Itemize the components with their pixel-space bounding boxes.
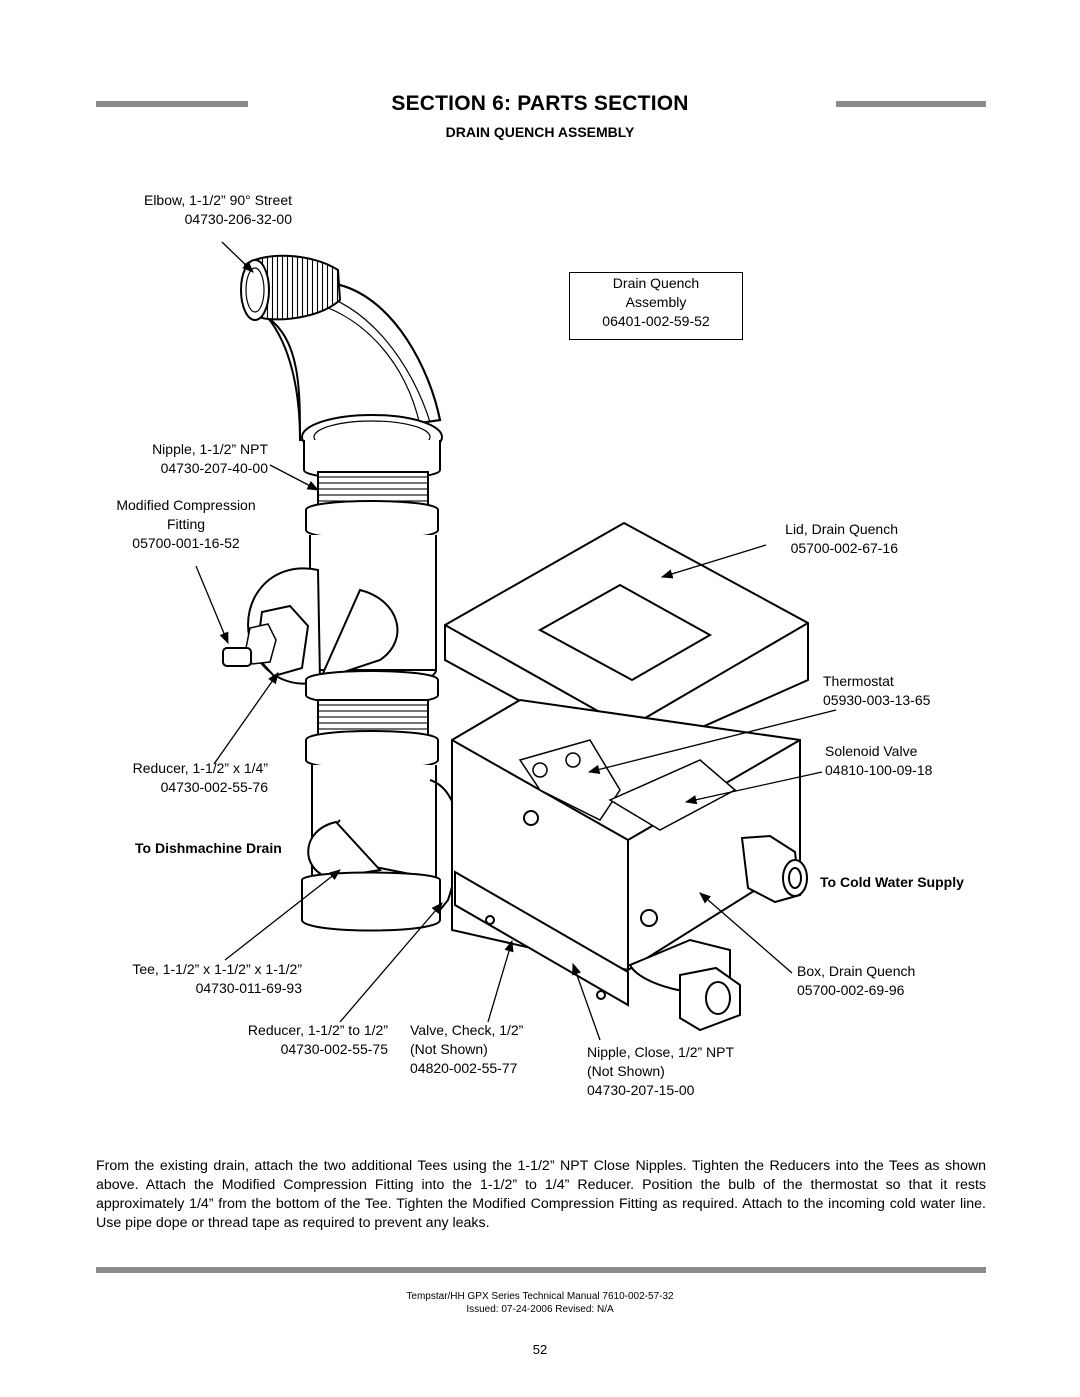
drain-quench-box [444, 521, 809, 1032]
label-reducer-quarter: Reducer, 1-1/2” x 1/4” 04730-002-55-76 [133, 759, 268, 797]
box-name: Box, Drain Quench [797, 963, 916, 979]
check-valve-number: 04820-002-55-77 [410, 1060, 518, 1076]
solenoid-number: 04810-100-09-18 [825, 762, 933, 778]
leader-lines [195, 241, 837, 1041]
assembly-box-line2: Assembly [625, 294, 687, 310]
close-nipple-note: (Not Shown) [587, 1063, 665, 1079]
header-rule-left [96, 101, 248, 107]
close-nipple-name: Nipple, Close, 1/2” NPT [587, 1044, 735, 1060]
footer-manual: Tempstar/HH GPX Series Technical Manual … [406, 1291, 674, 1302]
label-compression-fitting: Modified Compression Fitting 05700-001-1… [100, 496, 272, 553]
header-rule-right [836, 101, 986, 107]
footer-issued: Issued: 07-24-2006 Revised: N/A [466, 1304, 614, 1315]
assembly-number-box: Drain Quench Assembly 06401-002-59-52 [569, 272, 743, 340]
callout-dishmachine-drain: To Dishmachine Drain [135, 840, 282, 856]
page-number: 52 [532, 1342, 548, 1357]
pipe-assembly [222, 254, 460, 932]
fitting-cold-water [740, 834, 808, 904]
thermostat-number: 05930-003-13-65 [823, 692, 931, 708]
drain-quench-assembly-diagram [195, 241, 837, 1041]
reducer-quarter-name: Reducer, 1-1/2” x 1/4” [132, 760, 268, 776]
solenoid-name: Solenoid Valve [825, 743, 918, 759]
check-valve-name: Valve, Check, 1/2” [410, 1022, 524, 1038]
label-box: Box, Drain Quench 05700-002-69-96 [797, 962, 915, 1000]
instructions-paragraph: From the existing drain, attach the two … [96, 1158, 986, 1231]
label-close-nipple: Nipple, Close, 1/2” NPT (Not Shown) 0473… [587, 1043, 734, 1100]
label-check-valve: Valve, Check, 1/2” (Not Shown) 04820-002… [410, 1021, 523, 1078]
label-lid: Lid, Drain Quench 05700-002-67-16 [785, 520, 898, 558]
tee-name: Tee, 1-1/2” x 1-1/2” x 1-1/2” [132, 961, 302, 977]
label-nipple-npt: Nipple, 1-1/2” NPT 04730-207-40-00 [152, 440, 268, 478]
callout-cold-water-supply: To Cold Water Supply [820, 874, 964, 890]
label-reducer-half: Reducer, 1-1/2” to 1/2” 04730-002-55-75 [248, 1021, 388, 1059]
assembly-box-line1: Drain Quench [612, 275, 700, 291]
label-thermostat: Thermostat 05930-003-13-65 [823, 672, 930, 710]
box-number: 05700-002-69-96 [797, 982, 905, 998]
thermostat-name: Thermostat [823, 673, 894, 689]
lid-number: 05700-002-67-16 [790, 540, 898, 556]
reducer-half-number: 04730-002-55-75 [280, 1041, 388, 1057]
elbow-number: 04730-206-32-00 [184, 211, 292, 227]
label-tee: Tee, 1-1/2” x 1-1/2” x 1-1/2” 04730-011-… [132, 960, 302, 998]
assembly-box-line3: 06401-002-59-52 [602, 313, 710, 329]
nipple-npt-number: 04730-207-40-00 [160, 460, 268, 476]
box-part [451, 698, 801, 1007]
footer-rule [96, 1267, 986, 1273]
tee-number: 04730-011-69-93 [195, 980, 302, 996]
compression-name2: Fitting [166, 516, 206, 532]
label-elbow: Elbow, 1-1/2” 90° Street 04730-206-32-00 [144, 191, 292, 229]
section-title: SECTION 6: PARTS SECTION [391, 92, 689, 115]
elbow-part [240, 254, 443, 460]
elbow-name: Elbow, 1-1/2” 90° Street [143, 192, 292, 208]
lid-name: Lid, Drain Quench [785, 521, 898, 537]
reducer-half-name: Reducer, 1-1/2” to 1/2” [247, 1022, 388, 1038]
assembly-title: DRAIN QUENCH ASSEMBLY [445, 124, 635, 140]
nipple-npt-name: Nipple, 1-1/2” NPT [152, 441, 268, 457]
lid-part [444, 521, 809, 762]
compression-number: 05700-001-16-52 [132, 535, 240, 551]
label-solenoid: Solenoid Valve 04810-100-09-18 [825, 742, 932, 780]
compression-fitting-part [222, 604, 310, 678]
check-valve-note: (Not Shown) [410, 1041, 488, 1057]
solenoid-valve-part [628, 938, 741, 1032]
reducer-quarter-number: 04730-002-55-76 [160, 779, 268, 795]
footer: Tempstar/HH GPX Series Technical Manual … [0, 1290, 1080, 1316]
compression-name1: Modified Compression [116, 497, 256, 513]
close-nipple-number: 04730-207-15-00 [587, 1082, 695, 1098]
